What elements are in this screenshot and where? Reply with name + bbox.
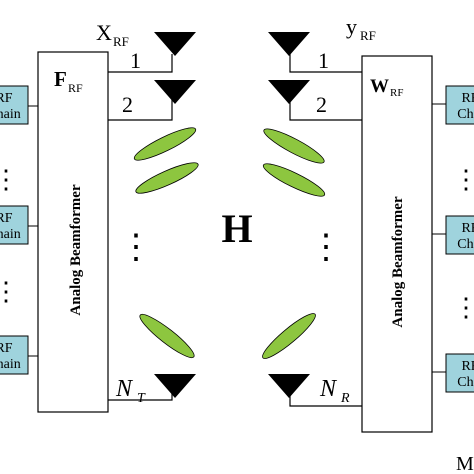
antenna-triangle-icon [154,32,196,56]
svg-text:RF: RF [461,221,474,236]
tx-antenna-n-sub: T [137,391,146,406]
svg-text:RF: RF [461,91,474,106]
rx-rf-chain-2: RF Chain [445,215,474,255]
tx-precoder-label: F [54,67,67,91]
tx-rf-chain-2: RF Chain [0,205,38,245]
tx-signal-label: X [96,20,112,45]
rx-rf-chain-dots-2: ⋮ [453,293,474,322]
transmitter: RF Chain RF Chain RF Chain ⋮ ⋮ F RF Anal… [0,20,196,413]
antenna-triangle-icon [154,80,196,104]
tx-rf-chain-dots-2: ⋮ [0,277,19,306]
tx-rf-chain-1: RF Chain [0,85,38,125]
rx-signal-label: y [346,14,357,39]
tx-signal-sub: RF [113,34,129,49]
receiver: W RF Analog Beamformer RF Chain RF Chain… [268,14,474,433]
rx-rf-chain-dots-1: ⋮ [453,165,474,194]
beam-ellipse-icon [262,163,326,197]
svg-text:RF: RF [0,91,13,106]
rx-signal-sub: RF [360,28,376,43]
tx-precoder-sub: RF [68,81,83,95]
beam-ellipse-icon [139,313,195,359]
svg-text:RF: RF [0,211,13,226]
antenna-triangle-icon [154,374,196,398]
rx-antenna-dots: ⋮ [309,229,343,266]
antenna-triangle-icon [268,32,310,56]
corner-label: M [456,453,474,474]
svg-text:Chain: Chain [457,237,474,252]
rx-antenna-n-sub: R [340,391,350,406]
tx-beamformer-box: F RF Analog Beamformer [37,51,109,413]
rx-rf-chain-3: RF Chain [445,353,474,393]
svg-text:Chain: Chain [457,107,474,122]
channel: H [133,127,326,359]
tx-rf-chain-3: RF Chain [0,335,38,375]
svg-text:Chain: Chain [0,357,21,372]
channel-label: H [221,206,252,251]
rx-antenna-1-label: 1 [318,48,329,73]
tx-beamformer-label: Analog Beamformer [68,184,84,316]
svg-text:Chain: Chain [0,107,21,122]
beam-ellipse-icon [263,128,325,164]
rx-antenna-n-label: N [319,376,338,402]
rx-beamformer-box: W RF Analog Beamformer [361,55,433,433]
tx-rf-chain-dots-1: ⋮ [0,165,19,194]
rx-antenna-2-label: 2 [316,92,327,117]
svg-text:RF: RF [461,359,474,374]
beam-ellipse-icon [135,162,199,194]
rx-rf-chain-1: RF Chain [445,85,474,125]
rx-combiner-sub: RF [390,87,403,99]
tx-antenna-1-label: 1 [130,48,141,73]
rx-combiner-label: W [370,76,389,97]
svg-text:Chain: Chain [0,227,21,242]
tx-antenna-n-label: N [115,376,134,402]
antenna-triangle-icon [268,80,310,104]
svg-text:Chain: Chain [457,375,474,390]
antenna-triangle-icon [268,374,310,398]
beam-ellipse-icon [262,313,316,359]
rx-beamformer-label: Analog Beamformer [390,196,406,328]
tx-antenna-dots: ⋮ [119,229,153,266]
svg-text:RF: RF [0,341,13,356]
beam-ellipse-icon [133,127,197,161]
tx-antenna-2-label: 2 [122,92,133,117]
